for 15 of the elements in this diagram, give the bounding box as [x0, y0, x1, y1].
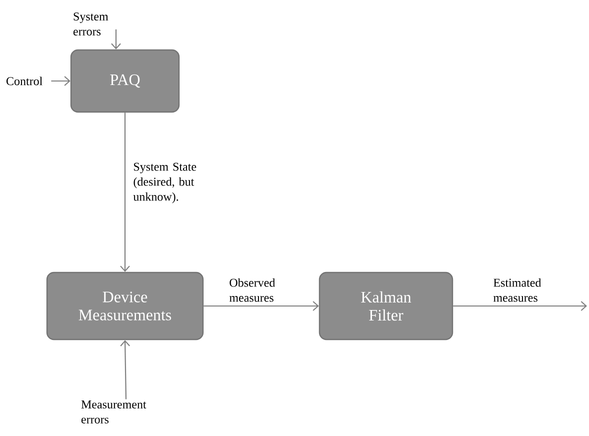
edge-label: Estimated measures — [493, 278, 542, 302]
edge-label: Observed measures — [229, 278, 276, 302]
process-box: Kalman Filter — [318, 272, 454, 340]
arrow — [120, 112, 130, 272]
arrow — [111, 29, 121, 50]
input-label: Measurement errors — [81, 400, 146, 424]
input-label: Control — [6, 76, 42, 86]
process-box: Device Measurements — [46, 272, 204, 340]
process-box: PAQ — [70, 49, 180, 113]
edge-label: System State (desired, but unknow). — [133, 162, 196, 204]
arrow — [204, 301, 319, 311]
arrow — [453, 301, 587, 311]
arrow — [51, 76, 70, 86]
arrow — [120, 340, 130, 400]
input-label: System errors — [73, 12, 108, 36]
